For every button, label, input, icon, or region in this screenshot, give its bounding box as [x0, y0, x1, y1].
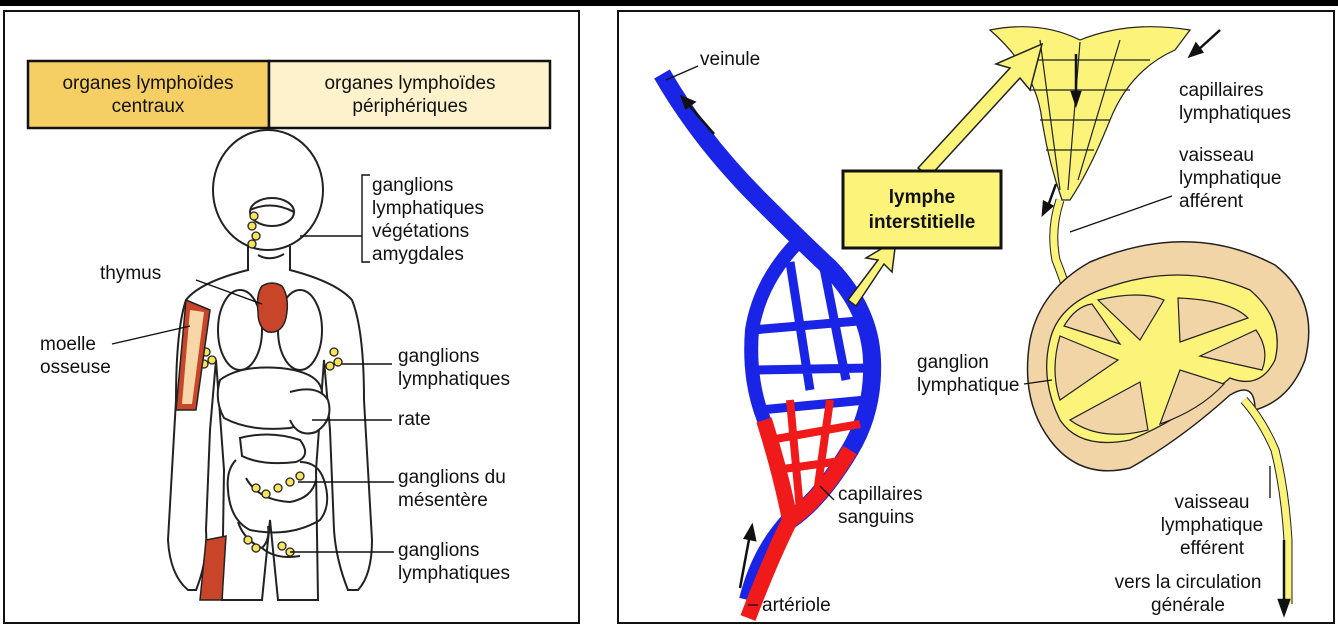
mesentere-label-1: ganglions du [398, 467, 506, 488]
peripheral-organs-label-line2: périphériques [352, 96, 467, 117]
central-organs-box [28, 61, 269, 128]
peripheral-organs-box [269, 61, 550, 128]
mesentere-label-2: mésentère [398, 490, 488, 511]
circulation-label-2: générale [1151, 595, 1225, 616]
lymphe-label-2: interstitielle [869, 212, 976, 233]
lymphe-interstitielle-box [843, 171, 1001, 248]
thymus-label: thymus [100, 263, 161, 284]
ganglions-axillary-label-2: lymphatiques [398, 369, 510, 390]
capillaires-lymph-label-2: lymphatiques [1179, 103, 1291, 124]
moelle-label-2: osseuse [40, 357, 111, 378]
ganglions-bottom-label-1: ganglions [398, 540, 479, 561]
capillaires-lymph-label-1: capillaires [1179, 80, 1263, 101]
vaisseau-afferent-label-1: vaisseau [1179, 145, 1254, 166]
thymus-organ [258, 283, 288, 332]
central-organs-label-line2: centraux [112, 96, 185, 117]
ganglions-top-label-1: ganglions [372, 175, 453, 196]
arteriole-label: artériole [762, 595, 831, 616]
rate-label: rate [398, 409, 431, 430]
amygdales-label: amygdales [372, 244, 464, 265]
ganglion-label-1: ganglion [917, 352, 989, 373]
circulation-label-1: vers la circulation [1115, 572, 1262, 593]
ganglions-axillary-label-1: ganglions [398, 346, 479, 367]
left-panel: organes lymphoïdes centraux organes lymp… [4, 11, 579, 623]
ganglions-top-label-2: lymphatiques [372, 198, 484, 219]
capillaires-sanguins-label-1: capillaires [838, 484, 922, 505]
moelle-label-1: moelle [40, 334, 96, 355]
capillaires-sanguins-label-2: sanguins [838, 507, 914, 528]
lymphe-label-1: lymphe [889, 187, 956, 208]
peripheral-organs-label-line1: organes lymphoïdes [324, 73, 495, 94]
top-border-strip [0, 0, 1338, 6]
vaisseau-afferent-label-2: lymphatique [1179, 168, 1281, 189]
vaisseau-efferent-label-1: vaisseau [1175, 492, 1250, 513]
veinule-label: veinule [700, 49, 760, 70]
vegetations-label: végétations [372, 221, 469, 242]
central-organs-label-line1: organes lymphoïdes [62, 73, 233, 94]
vaisseau-efferent-label-3: efférent [1180, 538, 1245, 559]
vaisseau-afferent-label-3: afférent [1179, 191, 1244, 212]
ganglions-bottom-label-2: lymphatiques [398, 563, 510, 584]
ganglion-label-2: lymphatique [917, 375, 1019, 396]
right-panel: lymphe interstitielle veinule capillaire… [618, 11, 1334, 623]
vaisseau-efferent-label-2: lymphatique [1161, 515, 1263, 536]
